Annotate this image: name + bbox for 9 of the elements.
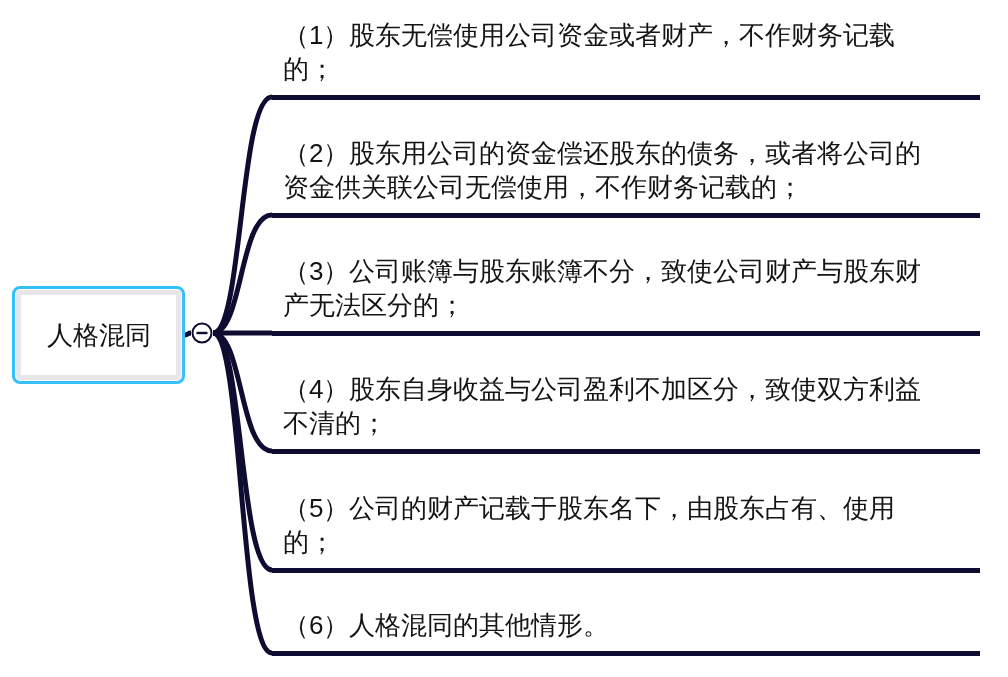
central-topic-box: 人格混同 bbox=[12, 286, 185, 384]
underlined-topic: （4）股东自身收益与公司盈利不加区分，致使双方利益不清的； bbox=[272, 371, 980, 454]
underlined-topic: （1）股东无偿使用公司资金或者财产，不作财务记载的； bbox=[272, 17, 980, 100]
underlined-topic: （3）公司账簿与股东账簿不分，致使公司财产与股东财产无法区分的； bbox=[272, 253, 980, 336]
branch-line bbox=[184, 330, 192, 338]
collapse-icon bbox=[191, 322, 213, 344]
underlined-topic: （5）公司的财产记载于股东名下，由股东占有、使用的； bbox=[272, 490, 980, 573]
underlined-topic: （2）股东用公司的资金偿还股东的债务，或者将公司的资金供关联公司无偿使用，不作财务记载的； bbox=[272, 135, 980, 218]
underlined-topic: （6）人格混同的其他情形。 bbox=[272, 607, 980, 656]
